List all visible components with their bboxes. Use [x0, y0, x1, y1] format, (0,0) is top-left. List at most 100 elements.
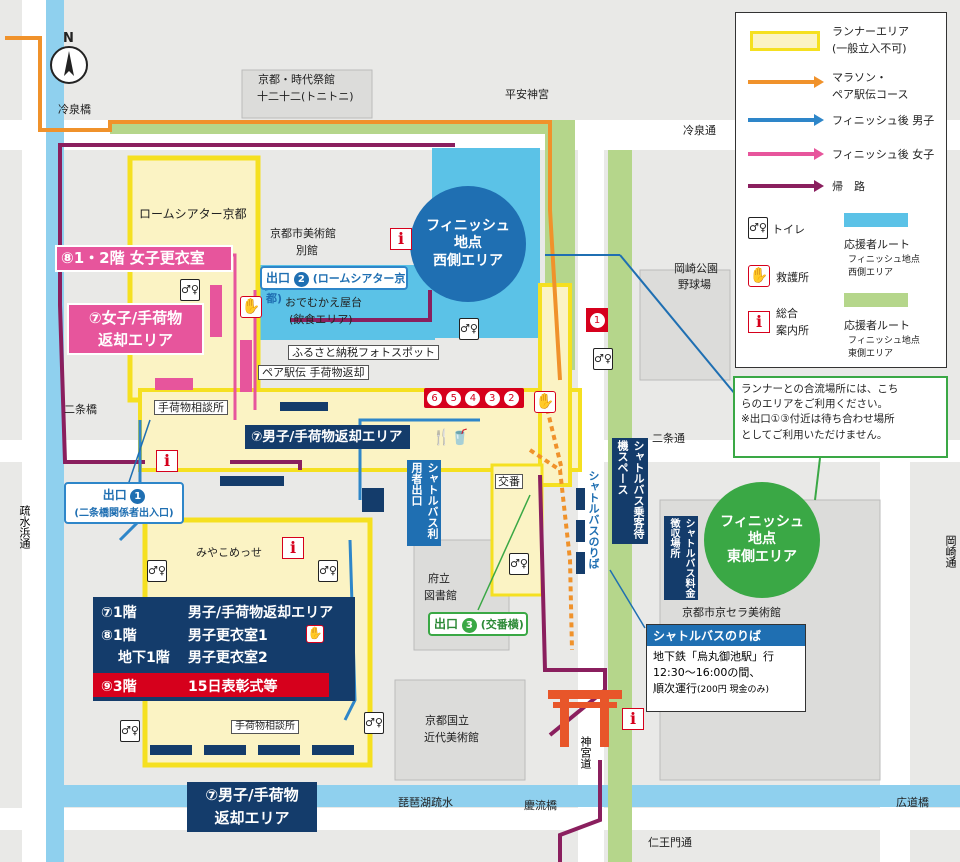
label-okazaki-park-line2: 野球場 — [678, 278, 711, 291]
messe-row4-left: ⑨3階 — [101, 679, 137, 695]
messe-row1-right: 男子/手荷物返却エリア — [188, 605, 334, 621]
label-nijobashi: 二条橋 — [64, 403, 97, 416]
first-aid-icon: ✋ — [534, 391, 556, 413]
label-pair-ekiden: ペア駅伝 手荷物返却 — [258, 365, 369, 381]
exit-3-number: 3 — [461, 618, 477, 633]
toilet-icon: ♂♀ — [180, 279, 200, 301]
label-kindai-line1: 京都国立 — [425, 714, 469, 727]
legend-info-line2: 案内所 — [776, 324, 809, 337]
label-museum-line1: 京都市美術館 — [270, 227, 336, 240]
compass-north-label: N — [63, 31, 74, 46]
first-aid-icon: ✋ — [240, 296, 262, 318]
exit-3-note: (交番横) — [480, 618, 524, 631]
checkpoint-2: 2 — [503, 390, 519, 406]
toilet-icon: ♂♀ — [364, 712, 384, 734]
men-return-bottom-box: ⑦男子/手荷物 返却エリア — [187, 782, 317, 832]
legend-supporter-west-line3: 西側エリア — [848, 268, 894, 278]
label-miyako-messe: みやこめっせ — [196, 546, 262, 559]
shuttle-stop-vertical-label: シャトルバスのりば — [587, 470, 600, 569]
label-reizeibashi: 冷泉橋 — [58, 103, 91, 116]
first-aid-icon: ✋ — [748, 265, 770, 287]
men-return-top-text: ⑦男子/手荷物返却エリア — [251, 429, 403, 445]
label-heian-jingu: 平安神宮 — [505, 88, 549, 101]
info-center-icon: i — [622, 708, 644, 730]
info-center-icon: i — [282, 537, 304, 559]
men-return-bottom-line1: ⑦男子/手荷物 — [205, 786, 299, 804]
label-keiryubashi: 慶流橋 — [524, 799, 557, 812]
toilet-icon: ♂♀ — [318, 560, 338, 582]
label-okazaki-park-line1: 岡崎公園 — [674, 262, 718, 275]
finish-east-circle: フィニッシュ 地点 東側エリア — [704, 482, 820, 598]
label-kindai-line2: 近代美術館 — [424, 731, 479, 744]
label-biwako-sosui: 琵琶湖疏水 — [398, 796, 453, 809]
women-change-room-box: ⑧1・2階 女子更衣室 — [55, 245, 233, 272]
info-center-icon: i — [748, 311, 770, 333]
label-museum-line2: 別館 — [296, 244, 318, 257]
legend-info-line1: 総合 — [776, 307, 798, 320]
exit-2-note: (ロームシアター京都) — [266, 272, 406, 305]
checkpoint-1: 1 — [589, 312, 605, 328]
legend-runner-area-line2: (一般立入不可) — [832, 42, 907, 55]
exit-3-prefix: 出口 — [434, 617, 459, 631]
messe-row1-left: ⑦1階 — [101, 605, 137, 621]
women-return-line2: 返却エリア — [97, 331, 173, 349]
legend-marathon-line1: マラソン・ — [832, 71, 887, 84]
label-koban: 交番 — [495, 474, 523, 490]
checkpoint-4: 4 — [465, 390, 481, 406]
legend-supporter-east-line2: フィニッシュ地点 — [848, 336, 920, 346]
note-line4: としてご利用いただけません。 — [741, 428, 888, 441]
messe-row3-right: 男子更衣室2 — [188, 650, 268, 666]
finish-east-line1: フィニッシュ — [720, 513, 804, 530]
label-omukae-line1: おでむかえ屋台 — [285, 296, 362, 309]
checkpoint-5: 5 — [446, 390, 462, 406]
messe-row3-left: 地下1階 — [118, 650, 170, 666]
legend-return: 帰 路 — [832, 180, 865, 193]
exit-2-callout: 出口 2 (ロームシアター京都) — [260, 266, 408, 305]
label-omukae-line2: (飲食エリア) — [289, 313, 353, 326]
shuttle-info-line1: 地下鉄「烏丸御池駅」行 — [653, 650, 774, 663]
finish-west-line1: フィニッシュ — [426, 217, 510, 234]
finish-east-line2: 地点 — [748, 531, 776, 548]
toilet-icon: ♂♀ — [147, 560, 167, 582]
map-legend: ランナーエリア (一般立入不可) マラソン・ ペア駅伝コース フィニッシュ後 男… — [735, 12, 947, 368]
toilet-icon: ♂♀ — [748, 217, 768, 239]
shuttle-info-title: シャトルバスのりば — [647, 625, 805, 646]
men-return-bottom-line2: 返却エリア — [214, 809, 290, 827]
finish-west-circle: フィニッシュ 地点 西側エリア — [410, 186, 526, 302]
women-return-box: ⑦女子/手荷物 返却エリア — [67, 303, 204, 355]
label-library-line1: 府立 — [428, 572, 450, 585]
men-return-top-box: ⑦男子/手荷物返却エリア — [245, 425, 410, 449]
legend-supporter-east-line3: 東側エリア — [848, 349, 894, 359]
label-hirodobashi: 広道橋 — [896, 796, 929, 809]
exit-1-number: 1 — [130, 489, 146, 504]
messe-row2-right: 男子更衣室1 — [188, 628, 268, 644]
note-line1: ランナーとの合流場所には、こち — [741, 383, 899, 395]
legend-supporter-east-line1: 応援者ルート — [844, 319, 910, 332]
shuttle-fare-label: シャトルバス料金徴収場所 — [664, 516, 698, 600]
shuttle-exit-label: シャトルバス利用者出口 — [407, 460, 441, 546]
legend-first-aid: 救護所 — [776, 271, 809, 284]
info-center-icon: i — [156, 450, 178, 472]
toilet-icon: ♂♀ — [593, 348, 613, 370]
label-reizei-dori: 冷泉通 — [683, 124, 716, 137]
label-baggage-consult-2: 手荷物相談所 — [231, 720, 299, 734]
women-return-line1: ⑦女子/手荷物 — [88, 309, 183, 327]
legend-toilet: トイレ — [772, 223, 805, 236]
legend-finish-men: フィニッシュ後 男子 — [832, 114, 935, 127]
exit-2-number: 2 — [293, 272, 309, 287]
checkpoint-strip: 6 5 4 3 2 — [424, 388, 524, 408]
torii-gate — [548, 690, 622, 747]
finish-west-line2: 地点 — [454, 235, 482, 252]
legend-finish-women: フィニッシュ後 女子 — [832, 148, 935, 161]
meeting-point-note: ランナーとの合流場所には、こち らのエリアをご利用ください。 ※出口①③付近は待… — [733, 376, 948, 458]
compass-icon — [50, 46, 88, 84]
messe-floor-panel: ⑦1階 男子/手荷物返却エリア ⑧1階 男子更衣室1 地下1階 男子更衣室2 ✋… — [93, 597, 355, 701]
shuttle-info-line3-small: (200円 現金のみ) — [697, 685, 770, 695]
note-line2: らのエリアをご利用ください。 — [741, 398, 888, 411]
toilet-icon: ♂♀ — [459, 318, 479, 340]
checkpoint-1-box: 1 — [586, 308, 608, 332]
note-line3: ※出口①③付近は待ち合わせ場所 — [741, 413, 895, 426]
label-jingu-michi: 神宮道 — [579, 736, 592, 769]
exit-1-note: (二条橋関係者出入口) — [74, 508, 174, 519]
shuttle-wait-label: シャトルバス乗客待機スペース — [612, 438, 648, 544]
